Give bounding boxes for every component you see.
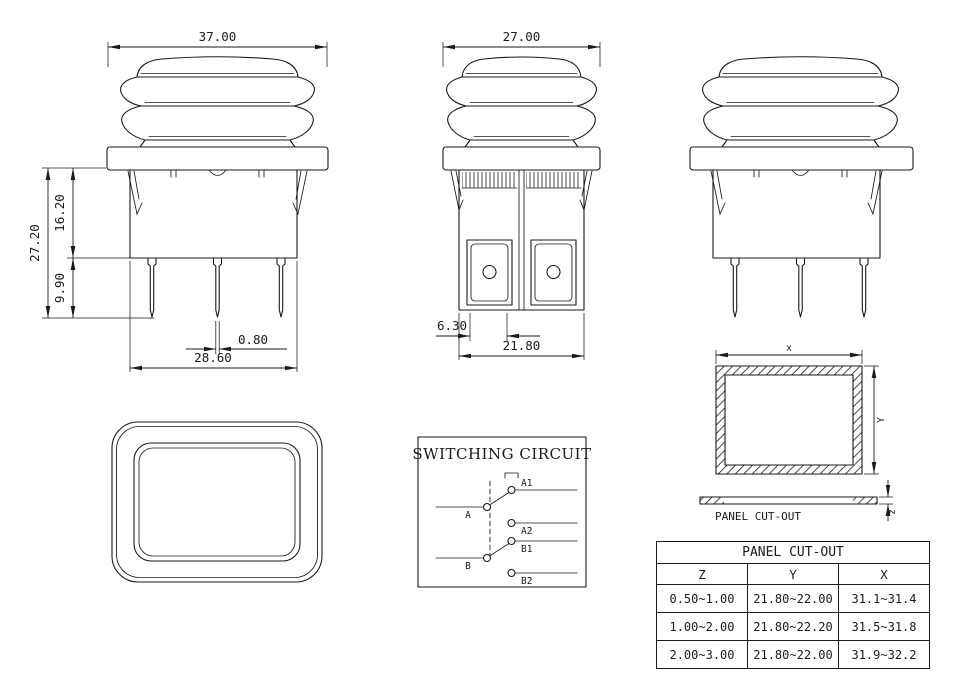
label-a2: A2: [521, 526, 532, 537]
front-view-dimensions: 37.00 27.20 16.20 9.90 0.80 28.60: [27, 29, 328, 372]
dim-label-height-1620: 16.20: [52, 194, 67, 232]
pole-a-arm: [489, 492, 510, 506]
snap-clips: [127, 170, 308, 216]
table-cell: 31.5~31.8: [838, 612, 930, 641]
waterproof-cap-profile: [702, 56, 899, 148]
dim-label-height-2720: 27.20: [27, 224, 42, 262]
label-b1: B1: [521, 544, 533, 555]
label-b: B: [465, 561, 471, 572]
label-a1: A1: [521, 478, 533, 489]
table-cell: 0.50~1.00: [656, 584, 748, 613]
dim-label-y: Y: [876, 417, 887, 423]
circuit-border: [417, 436, 587, 588]
body-notch: [208, 169, 227, 176]
column-header-y: Y: [747, 563, 839, 585]
dim-label-630: 6.30: [437, 318, 467, 333]
dim-label-height-990: 9.90: [52, 273, 67, 303]
panel-cutout-table: PANEL CUT-OUT Z Y X 0.50~1.00 21.80~22.0…: [656, 541, 930, 669]
table-cell: 21.80~22.00: [747, 584, 839, 613]
switch-body-profile: [712, 169, 881, 259]
mounting-flange-side: [442, 146, 601, 171]
pole-b-arm: [489, 543, 510, 557]
column-header-z: Z: [656, 563, 748, 585]
table-cell: 21.80~22.00: [747, 640, 839, 669]
waterproof-cap-side: [446, 56, 597, 148]
side-view: 27.00 6.30 21.80: [436, 29, 601, 360]
terminals-profile: [730, 257, 869, 318]
switch-body-side: [458, 169, 585, 311]
hatched-frame: [716, 366, 862, 474]
table-row: 1.00~2.00 21.80~22.20 31.5~31.8: [656, 612, 930, 641]
table-cell: 2.00~3.00: [656, 640, 748, 669]
dim-label-pin-080: 0.80: [238, 332, 268, 347]
contact-a2: [507, 518, 516, 528]
top-view: [111, 421, 323, 583]
dim-label-body-2860: 28.60: [194, 350, 232, 365]
table-row: 0.50~1.00 21.80~22.00 31.1~31.4: [656, 584, 930, 613]
screw-terminals: [466, 239, 577, 306]
switching-circuit-panel: SWITCHING CIRCUIT A1 A A2 B1 B B2: [412, 436, 591, 588]
front-view: 37.00 27.20 16.20 9.90 0.80 28.60: [27, 29, 329, 372]
table-cell: 31.1~31.4: [838, 584, 930, 613]
dim-label-2180: 21.80: [503, 338, 541, 353]
dim-label-width-37: 37.00: [199, 29, 237, 44]
serration-left: [462, 172, 517, 188]
terminals: [147, 257, 286, 318]
circuit-title: SWITCHING CIRCUIT: [412, 445, 591, 463]
table-cell: 1.00~2.00: [656, 612, 748, 641]
column-header-x: X: [838, 563, 930, 585]
serration-right: [526, 172, 581, 188]
label-b2: B2: [521, 576, 532, 587]
dim-label-width-27: 27.00: [503, 29, 541, 44]
dim-label-z: z: [887, 509, 898, 515]
table-cell: 21.80~22.20: [747, 612, 839, 641]
switch-body: [129, 169, 298, 259]
label-a: A: [465, 510, 471, 521]
panel-cutout-drawing: x Y z PANEL CUT-OUT: [699, 343, 898, 523]
table-cell: 31.9~32.2: [838, 640, 930, 669]
panel-cutout-caption: PANEL CUT-OUT: [715, 510, 801, 523]
mounting-flange-profile: [689, 146, 914, 171]
table-title: PANEL CUT-OUT: [656, 541, 930, 564]
contact-b2: [507, 568, 516, 578]
panel-section: [699, 496, 878, 505]
table-row: 2.00~3.00 21.80~22.00 31.9~32.2: [656, 640, 930, 669]
actuator-bracket: [504, 472, 519, 479]
mounting-flange: [106, 146, 329, 171]
dim-label-x: x: [786, 343, 792, 354]
profile-view: [689, 56, 914, 318]
waterproof-cap: [120, 56, 315, 148]
side-view-dimensions: 27.00 6.30 21.80: [436, 29, 601, 360]
